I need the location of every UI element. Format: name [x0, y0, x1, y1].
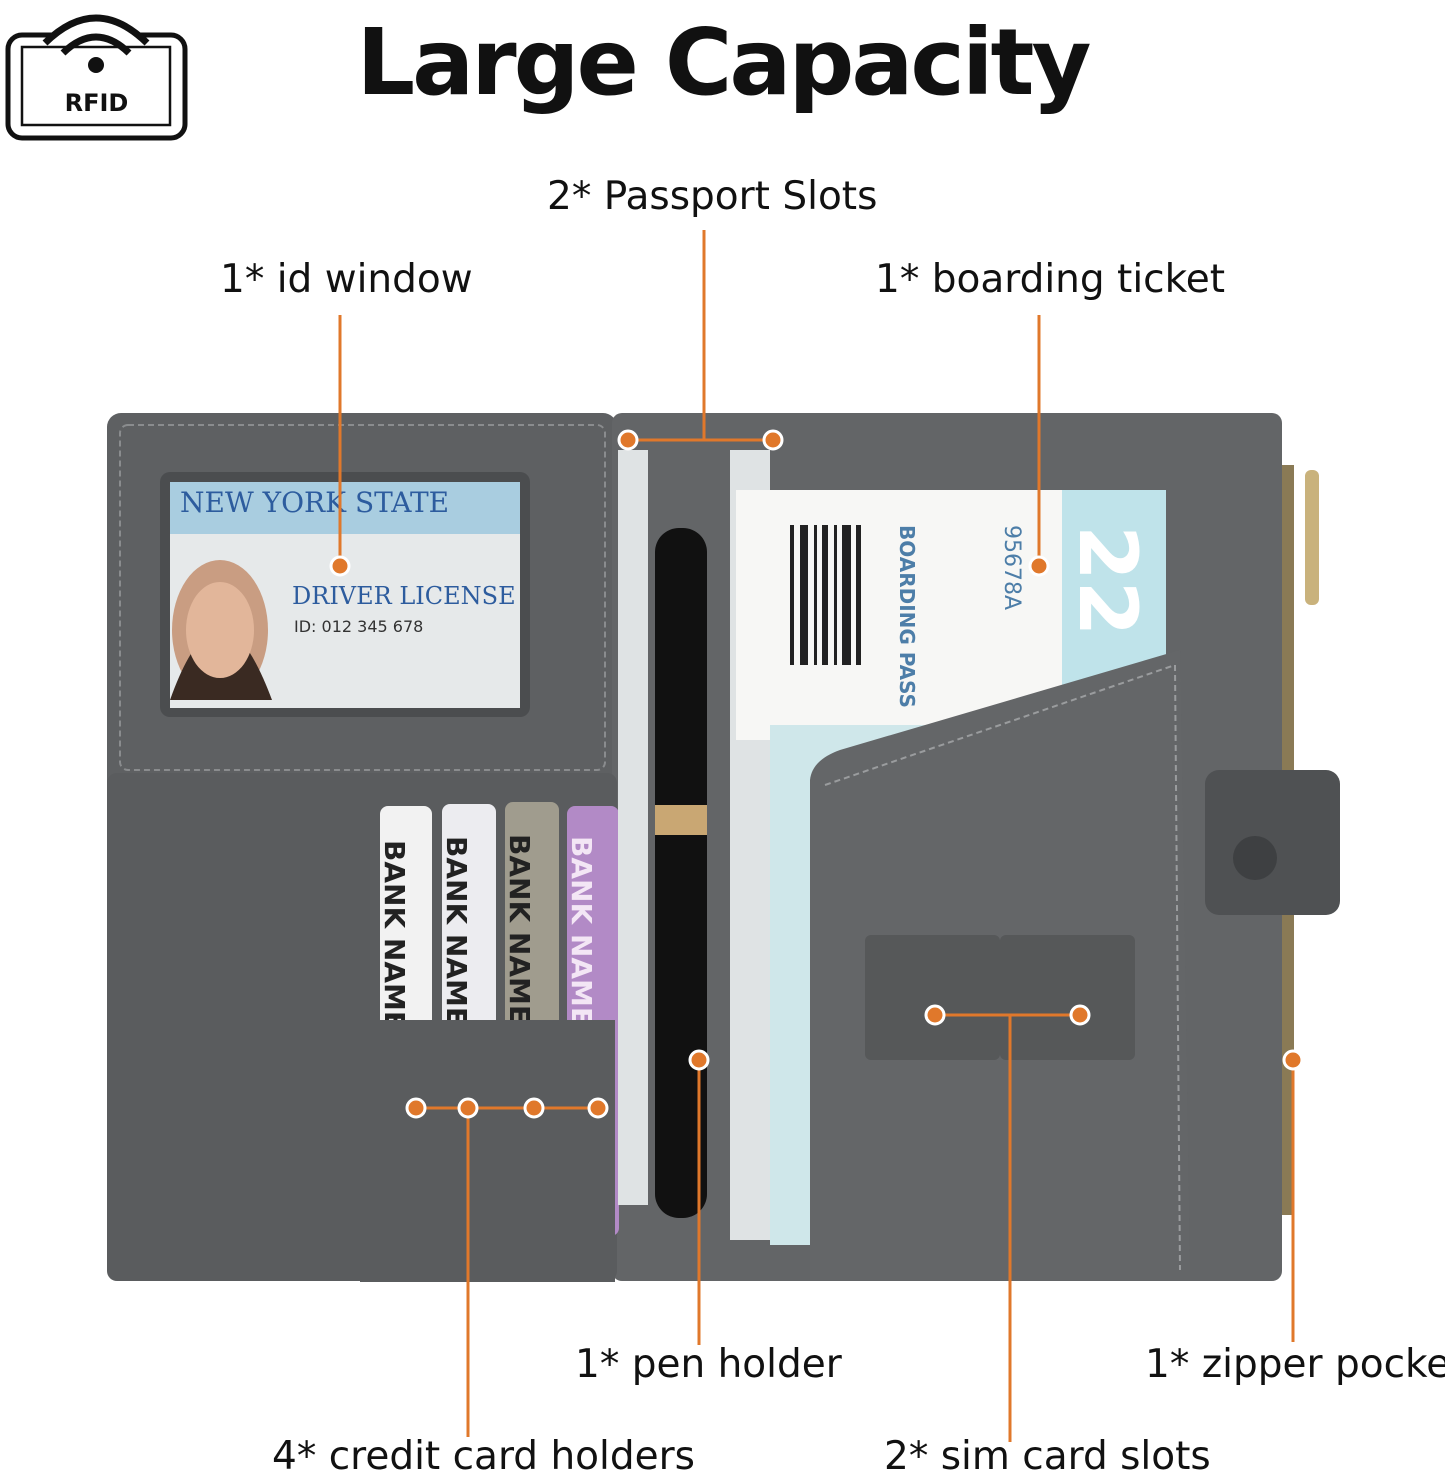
- card-text-1: BANK NAME: [378, 840, 411, 1030]
- rfid-logo: RFID: [5, 5, 188, 141]
- callout-sim-card-slots: 2* sim card slots: [884, 1434, 1211, 1479]
- card-text-4: BANK NAME: [565, 836, 598, 1026]
- callout-id-window: 1* id window: [220, 257, 473, 302]
- callout-credit-card-holders: 4* credit card holders: [272, 1434, 695, 1479]
- rfid-signal-icon: [5, 14, 188, 141]
- callout-pen-holder: 1* pen holder: [575, 1342, 842, 1387]
- id-number: ID: 012 345 678: [294, 617, 423, 636]
- id-sub: DRIVER LICENSE: [292, 582, 516, 610]
- card-text-2: BANK NAME: [440, 836, 473, 1026]
- page-title: Large Capacity: [356, 9, 1092, 116]
- ticket-gate: 22: [1061, 525, 1154, 636]
- ticket-title: BOARDING PASS: [895, 525, 919, 708]
- rfid-text: RFID: [64, 89, 129, 117]
- callout-zipper-pocket: 1* zipper pocket: [1145, 1342, 1445, 1387]
- card-text-3: BANK NAME: [503, 834, 536, 1024]
- id-header: NEW YORK STATE: [180, 486, 449, 519]
- callout-passport-slots: 2* Passport Slots: [547, 174, 878, 219]
- ticket-flight: 95678A: [999, 525, 1024, 610]
- callout-boarding-ticket: 1* boarding ticket: [875, 257, 1226, 302]
